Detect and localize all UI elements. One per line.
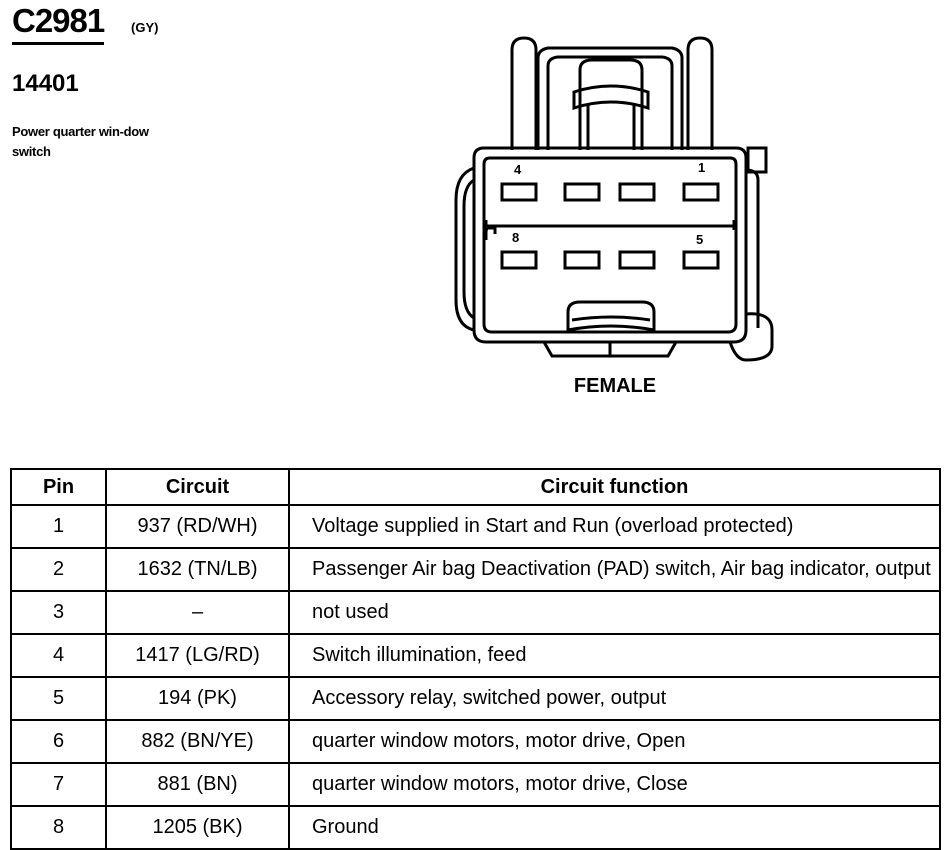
cell-function: not used xyxy=(288,590,941,635)
cavity-2 xyxy=(618,182,656,202)
housing-inner xyxy=(482,156,738,334)
header-circuit: Circuit xyxy=(105,468,290,506)
cell-circuit: 882 (BN/YE) xyxy=(105,719,290,764)
latch-lock xyxy=(578,58,644,150)
pin-label-1: 1 xyxy=(698,160,705,175)
table-row: 6 882 (BN/YE) quarter window motors, mot… xyxy=(10,719,941,764)
cell-circuit: – xyxy=(105,590,290,635)
pin-label-8: 8 xyxy=(512,230,519,245)
cell-circuit: 937 (RD/WH) xyxy=(105,504,290,549)
cell-circuit: 1417 (LG/RD) xyxy=(105,633,290,678)
cell-function: Voltage supplied in Start and Run (overl… xyxy=(288,504,941,549)
table-row: 5 194 (PK) Accessory relay, switched pow… xyxy=(10,676,941,721)
cavity-8 xyxy=(500,250,538,270)
cell-pin: 6 xyxy=(10,719,107,764)
table-row: 3 – not used xyxy=(10,590,941,635)
cell-function: quarter window motors, motor drive, Open xyxy=(288,719,941,764)
left-post xyxy=(510,36,538,150)
latch-frame xyxy=(536,46,684,150)
bottom-slot xyxy=(566,300,656,332)
cell-function: Passenger Air bag Deactivation (PAD) swi… xyxy=(288,547,941,592)
connector-face-diagram: 4 1 8 5 xyxy=(454,36,774,362)
connector-description: Power quarter win-dow switch xyxy=(12,124,149,159)
cell-function: Accessory relay, switched power, output xyxy=(288,676,941,721)
cavity-1 xyxy=(682,182,720,202)
table-row: 1 937 (RD/WH) Voltage supplied in Start … xyxy=(10,504,941,549)
cell-function: Switch illumination, feed xyxy=(288,633,941,678)
pin-table: Pin Circuit Circuit function 1 937 (RD/W… xyxy=(10,468,941,850)
part-number: 14401 xyxy=(12,70,79,97)
table-row: 2 1632 (TN/LB) Passenger Air bag Deactiv… xyxy=(10,547,941,592)
cell-pin: 7 xyxy=(10,762,107,807)
table-row: 7 881 (BN) quarter window motors, motor … xyxy=(10,762,941,807)
latch-inner xyxy=(546,55,674,150)
latch-ramp xyxy=(572,84,650,111)
cell-circuit: 1205 (BK) xyxy=(105,805,290,850)
cell-circuit: 881 (BN) xyxy=(105,762,290,807)
right-post xyxy=(686,36,714,150)
cell-function: Ground xyxy=(288,805,941,850)
cavity-7 xyxy=(563,250,601,270)
cell-function: quarter window motors, motor drive, Clos… xyxy=(288,762,941,807)
cell-pin: 1 xyxy=(10,504,107,549)
header-pin: Pin xyxy=(10,468,107,506)
cell-pin: 8 xyxy=(10,805,107,850)
table-row: 4 1417 (LG/RD) Switch illumination, feed xyxy=(10,633,941,678)
cell-pin: 3 xyxy=(10,590,107,635)
table-header-row: Pin Circuit Circuit function xyxy=(10,468,941,506)
cell-pin: 2 xyxy=(10,547,107,592)
right-clip xyxy=(745,168,760,328)
housing-outer xyxy=(472,146,748,344)
pin-label-4: 4 xyxy=(514,162,522,177)
cell-circuit: 194 (PK) xyxy=(105,676,290,721)
cavity-6 xyxy=(618,250,656,270)
cell-pin: 4 xyxy=(10,633,107,678)
cell-pin: 5 xyxy=(10,676,107,721)
cell-circuit: 1632 (TN/LB) xyxy=(105,547,290,592)
cavity-3 xyxy=(563,182,601,202)
connector-id: C2981 xyxy=(12,2,105,45)
connector-color: (GY) xyxy=(131,20,159,35)
pin-label-5: 5 xyxy=(696,232,703,247)
header-function: Circuit function xyxy=(288,468,941,506)
table-row: 8 1205 (BK) Ground xyxy=(10,805,941,850)
cavity-5 xyxy=(682,250,720,270)
cavity-4 xyxy=(500,182,538,202)
left-rib xyxy=(454,166,475,332)
view-label: FEMALE xyxy=(573,375,657,397)
